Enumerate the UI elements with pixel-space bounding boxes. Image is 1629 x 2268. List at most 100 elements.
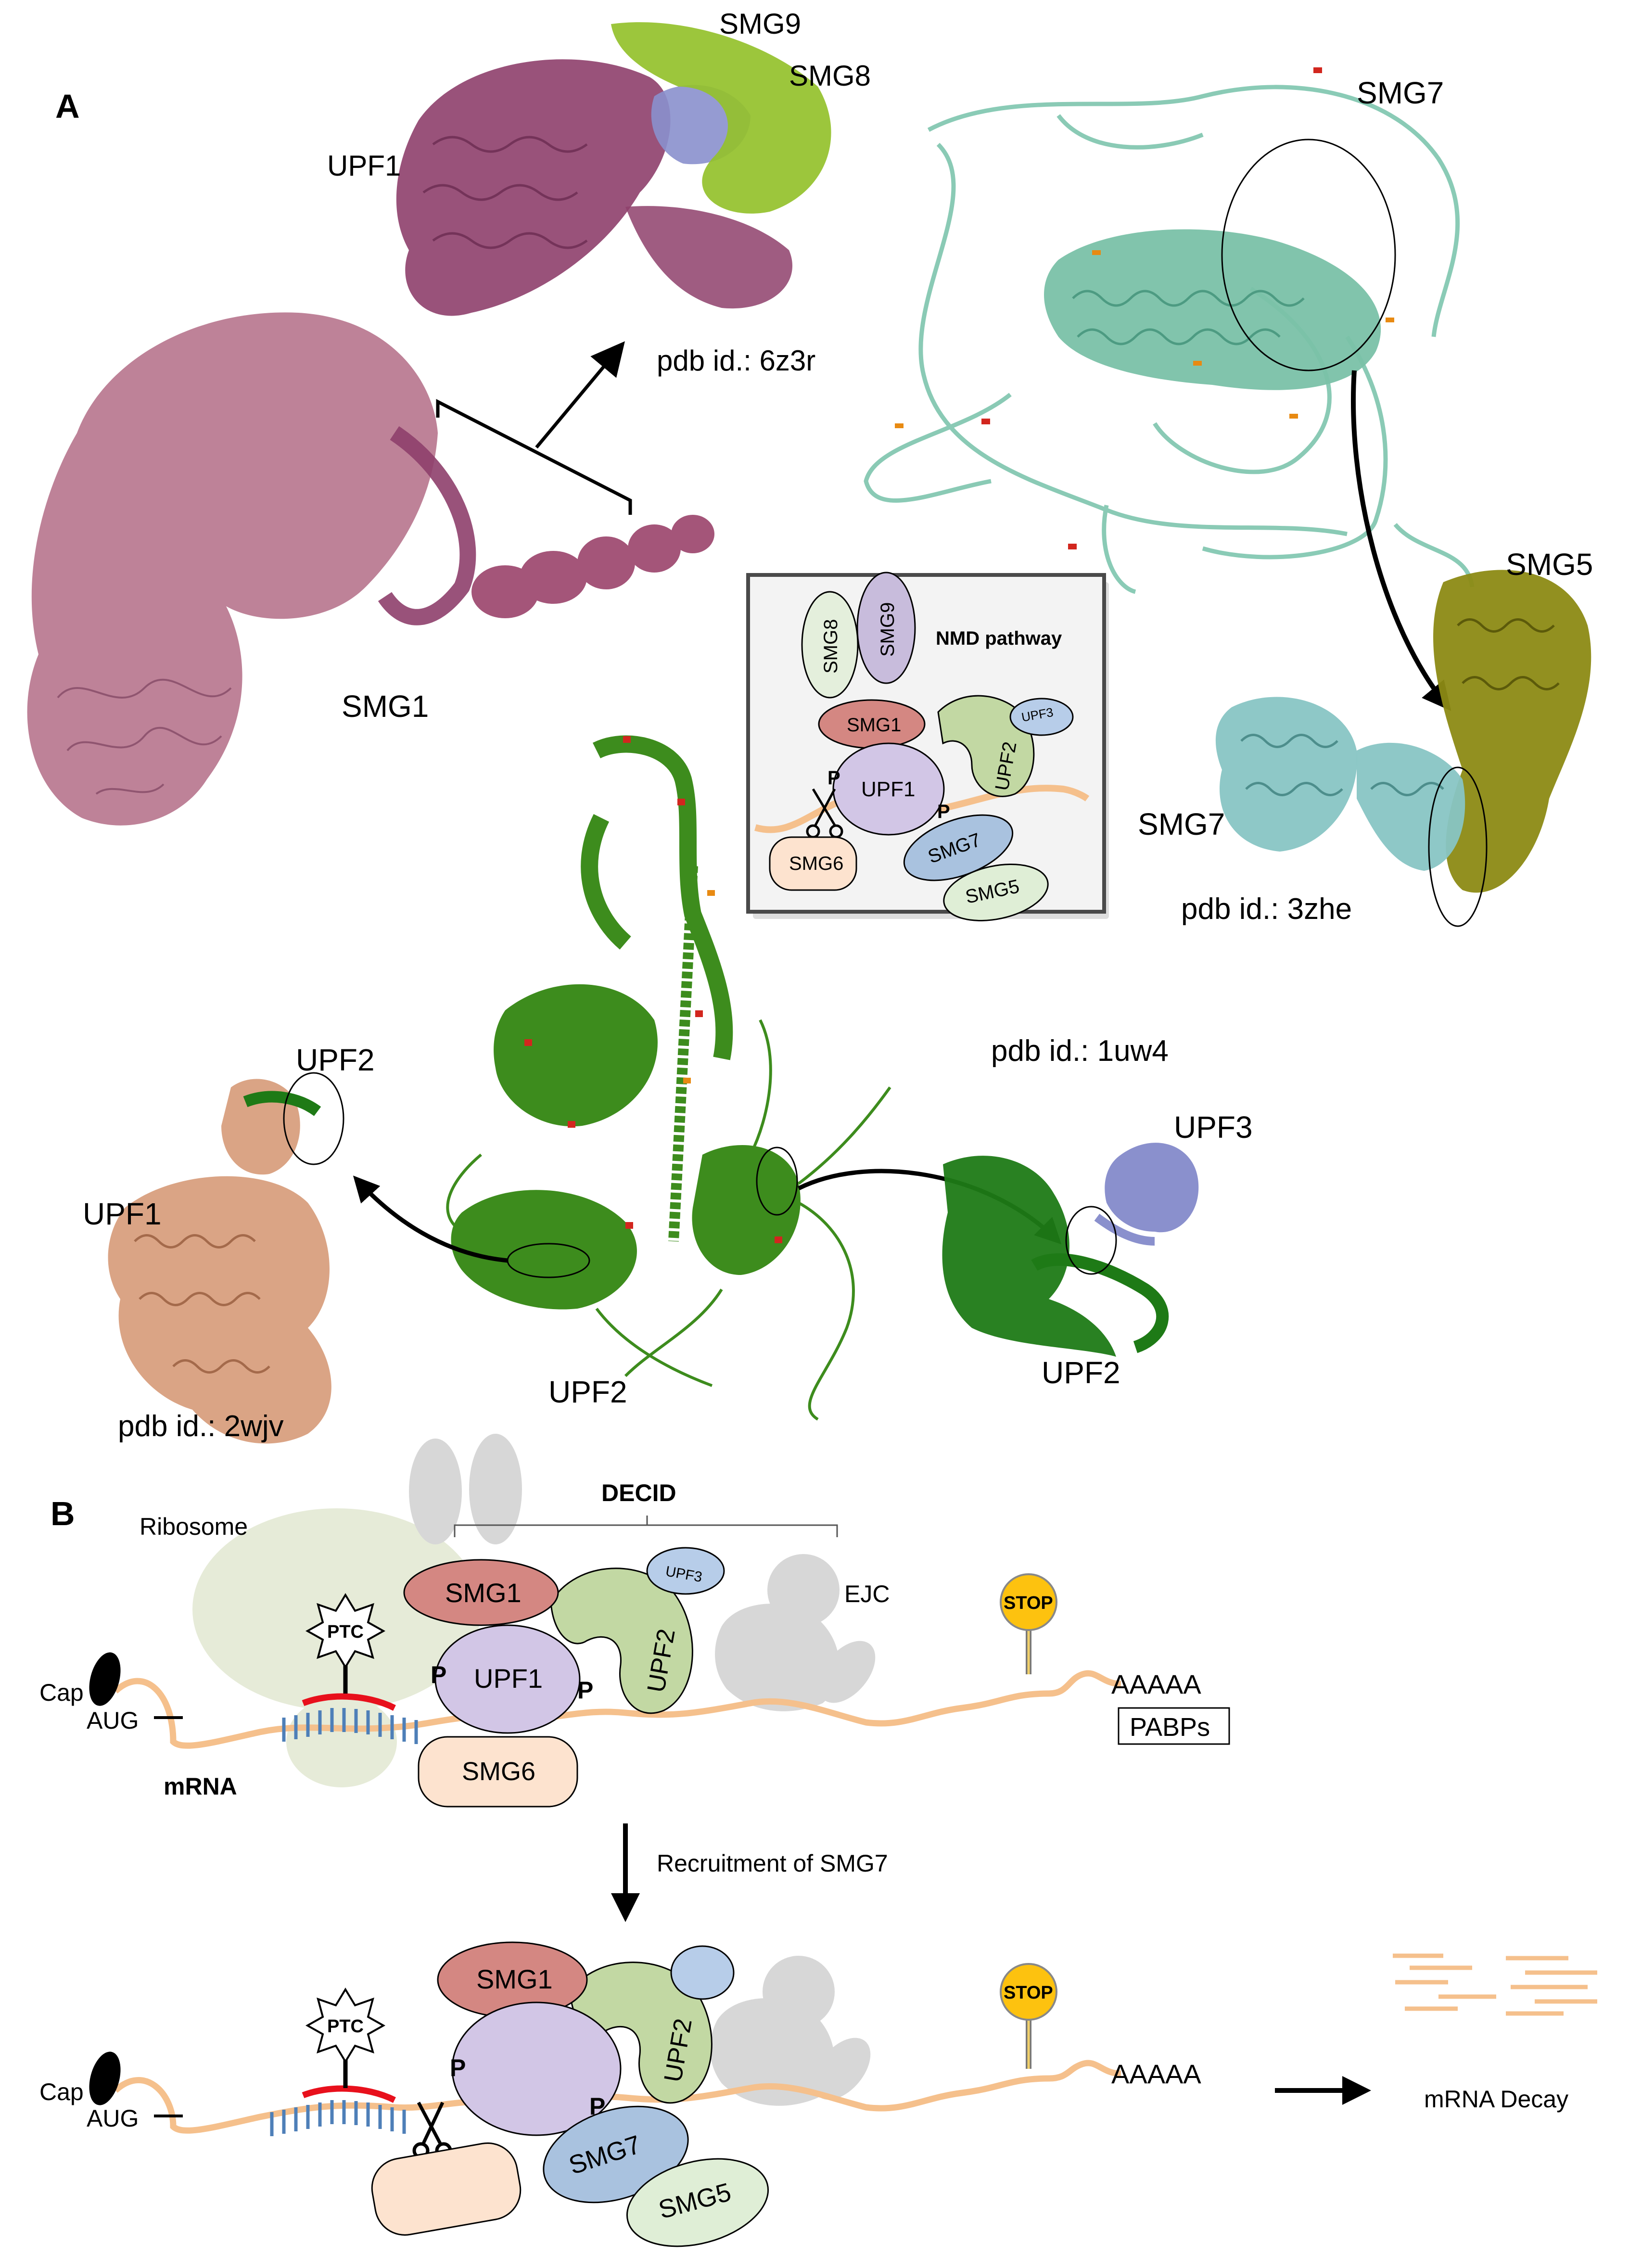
- label-smg7-top: SMG7: [1357, 76, 1444, 110]
- pabps-label: PABPs: [1130, 1713, 1210, 1742]
- smg1-label-bottom: SMG1: [476, 1964, 553, 1994]
- label-upf1-small: UPF1: [83, 1197, 162, 1231]
- upf2-to-upf1-arrow: [353, 1175, 508, 1263]
- ptc-star-bottom: [305, 1988, 386, 2064]
- p2-label-top: P: [577, 1677, 593, 1704]
- ptc-label-top: PTC: [327, 1622, 364, 1642]
- recruitment-label: Recruitment of SMG7: [657, 1850, 888, 1877]
- aug-label-bottom: AUG: [87, 2105, 139, 2132]
- smg7-smg5-structure: SMG5 SMG7 pdb id.: 3zhe: [1138, 547, 1593, 927]
- ptc-codon-bottom: [302, 2085, 396, 2103]
- scissors-icon: [412, 2102, 452, 2159]
- stop-label-bottom: STOP: [1004, 1983, 1053, 2003]
- ptc-codon-top: [302, 1693, 396, 1711]
- label-upf2-main: UPF2: [548, 1375, 627, 1409]
- pdb-3zhe: pdb id.: 3zhe: [1181, 892, 1352, 926]
- stop-sign-top: [1000, 1573, 1057, 1631]
- decid-label: DECID: [601, 1479, 676, 1506]
- label-upf3-small: UPF3: [1174, 1110, 1253, 1145]
- upf2-highlight-right: [756, 1147, 798, 1216]
- inset-smg5: [943, 864, 1049, 921]
- mrna-label: mRNA: [164, 1773, 237, 1800]
- upf2-upf3-structure: pdb id.: 1uw4 UPF3 UPF2: [942, 1034, 1253, 1390]
- ptc-label-bottom: PTC: [327, 2016, 364, 2037]
- panel-a-label: A: [55, 88, 80, 125]
- stop-sign-bottom: [1000, 1963, 1057, 2021]
- smg1-top: [403, 1559, 559, 1626]
- ptc-star-top: [305, 1593, 386, 1669]
- trna-bars-bottom: [270, 2100, 406, 2136]
- smg1-upf1-smg8-smg9-structure: UPF1 SMG9 SMG8 pdb id.: 6z3r: [327, 8, 871, 377]
- upf2-bottom: [569, 1962, 713, 2104]
- label-smg5: SMG5: [1506, 547, 1593, 582]
- decid-bracket: [454, 1516, 838, 1537]
- smg1-to-complex-arrow: [535, 341, 625, 449]
- cap-label-top: Cap: [39, 1679, 84, 1706]
- label-smg8-top: SMG8: [789, 60, 871, 92]
- label-smg9-top: SMG9: [719, 8, 801, 40]
- cap-bottom: [89, 2051, 121, 2105]
- mrna-top: [113, 1670, 1121, 1749]
- smg7-structure: SMG7: [864, 67, 1475, 594]
- inset-upf3: [1009, 698, 1074, 736]
- decid-shape-left: [409, 1439, 462, 1544]
- upf3-top: [646, 1547, 725, 1595]
- inset-title: NMD pathway: [936, 628, 1062, 649]
- upf2-structure: UPF2: [446, 735, 891, 1421]
- decid-shape-right: [469, 1434, 522, 1544]
- inset-smg1-label: SMG1: [847, 714, 901, 736]
- inset-upf1-label: UPF1: [861, 777, 915, 801]
- smg1-label-top: SMG1: [445, 1578, 522, 1608]
- label-upf2-small: UPF2: [296, 1043, 375, 1077]
- label-smg7-complex: SMG7: [1138, 807, 1225, 841]
- smg5-bottom: [626, 2158, 769, 2247]
- upf2-upf3-highlight-circle: [1065, 1206, 1117, 1275]
- upf3-bottom: [670, 1945, 735, 2000]
- polya-label-bottom: AAAAA: [1111, 2059, 1201, 2089]
- inset-smg8-label: SMG8: [820, 619, 841, 674]
- inset-smg8: [801, 591, 859, 699]
- cap-label-bottom: Cap: [39, 2078, 84, 2105]
- p1-label-bottom: P: [450, 2054, 466, 2081]
- panel-b-bottom-model: PTC Cap AUG UPF2 SMG1 P P SMG7 SMG5 STOP…: [39, 1941, 1597, 2247]
- polya-label-top: AAAAA: [1111, 1669, 1201, 1699]
- upf1-upf2-highlight-circle: [283, 1072, 344, 1165]
- ribosome-small-subunit: [286, 1696, 397, 1787]
- smg1-bracket: [436, 399, 632, 515]
- smg1-structure: SMG1: [27, 312, 714, 826]
- panel-b-label: B: [51, 1495, 75, 1532]
- smg7-to-complex-arrow: [1351, 370, 1451, 711]
- cap-top: [89, 1652, 121, 1706]
- inset-smg6: [769, 836, 857, 891]
- smg6-top: [418, 1736, 578, 1808]
- inset-upf2: [937, 695, 1035, 797]
- upf1-bottom: [451, 2001, 622, 2136]
- inset-p-label-1: P: [827, 767, 840, 789]
- upf1-upf2-structure: UPF2 UPF1 pdb id.: 2wjv: [83, 1043, 375, 1444]
- trna-bars-top: [282, 1708, 418, 1744]
- mrna-fragments: [1393, 1953, 1597, 2016]
- inset-smg9-label: SMG9: [877, 602, 898, 657]
- aug-label-top: AUG: [87, 1707, 139, 1734]
- mrna-bottom: [113, 2060, 1121, 2134]
- smg7-smg5-highlight-circle: [1428, 766, 1488, 927]
- inset-upf1: [832, 742, 945, 836]
- upf1-label-top: UPF1: [474, 1663, 543, 1694]
- label-upf1-top: UPF1: [327, 150, 401, 182]
- ejc-label: EJC: [844, 1580, 890, 1607]
- pabps-box: [1118, 1707, 1230, 1745]
- inset-smg6-label: SMG6: [789, 853, 843, 874]
- inset-smg9: [856, 572, 916, 684]
- p1-label-top: P: [431, 1661, 446, 1688]
- smg6-label-top: SMG6: [462, 1757, 535, 1786]
- pdb-1uw4: pdb id.: 1uw4: [991, 1034, 1169, 1068]
- smg7-highlight-circle: [1221, 139, 1396, 371]
- inset-p-label-2: P: [937, 801, 950, 822]
- pdb-2wjv: pdb id.: 2wjv: [118, 1410, 284, 1443]
- stop-label-top: STOP: [1004, 1593, 1053, 1613]
- upf2-top: [550, 1567, 693, 1714]
- upf1-top: [434, 1624, 581, 1734]
- label-smg1-structure: SMG1: [342, 689, 429, 724]
- smg6-bottom: [371, 2142, 522, 2236]
